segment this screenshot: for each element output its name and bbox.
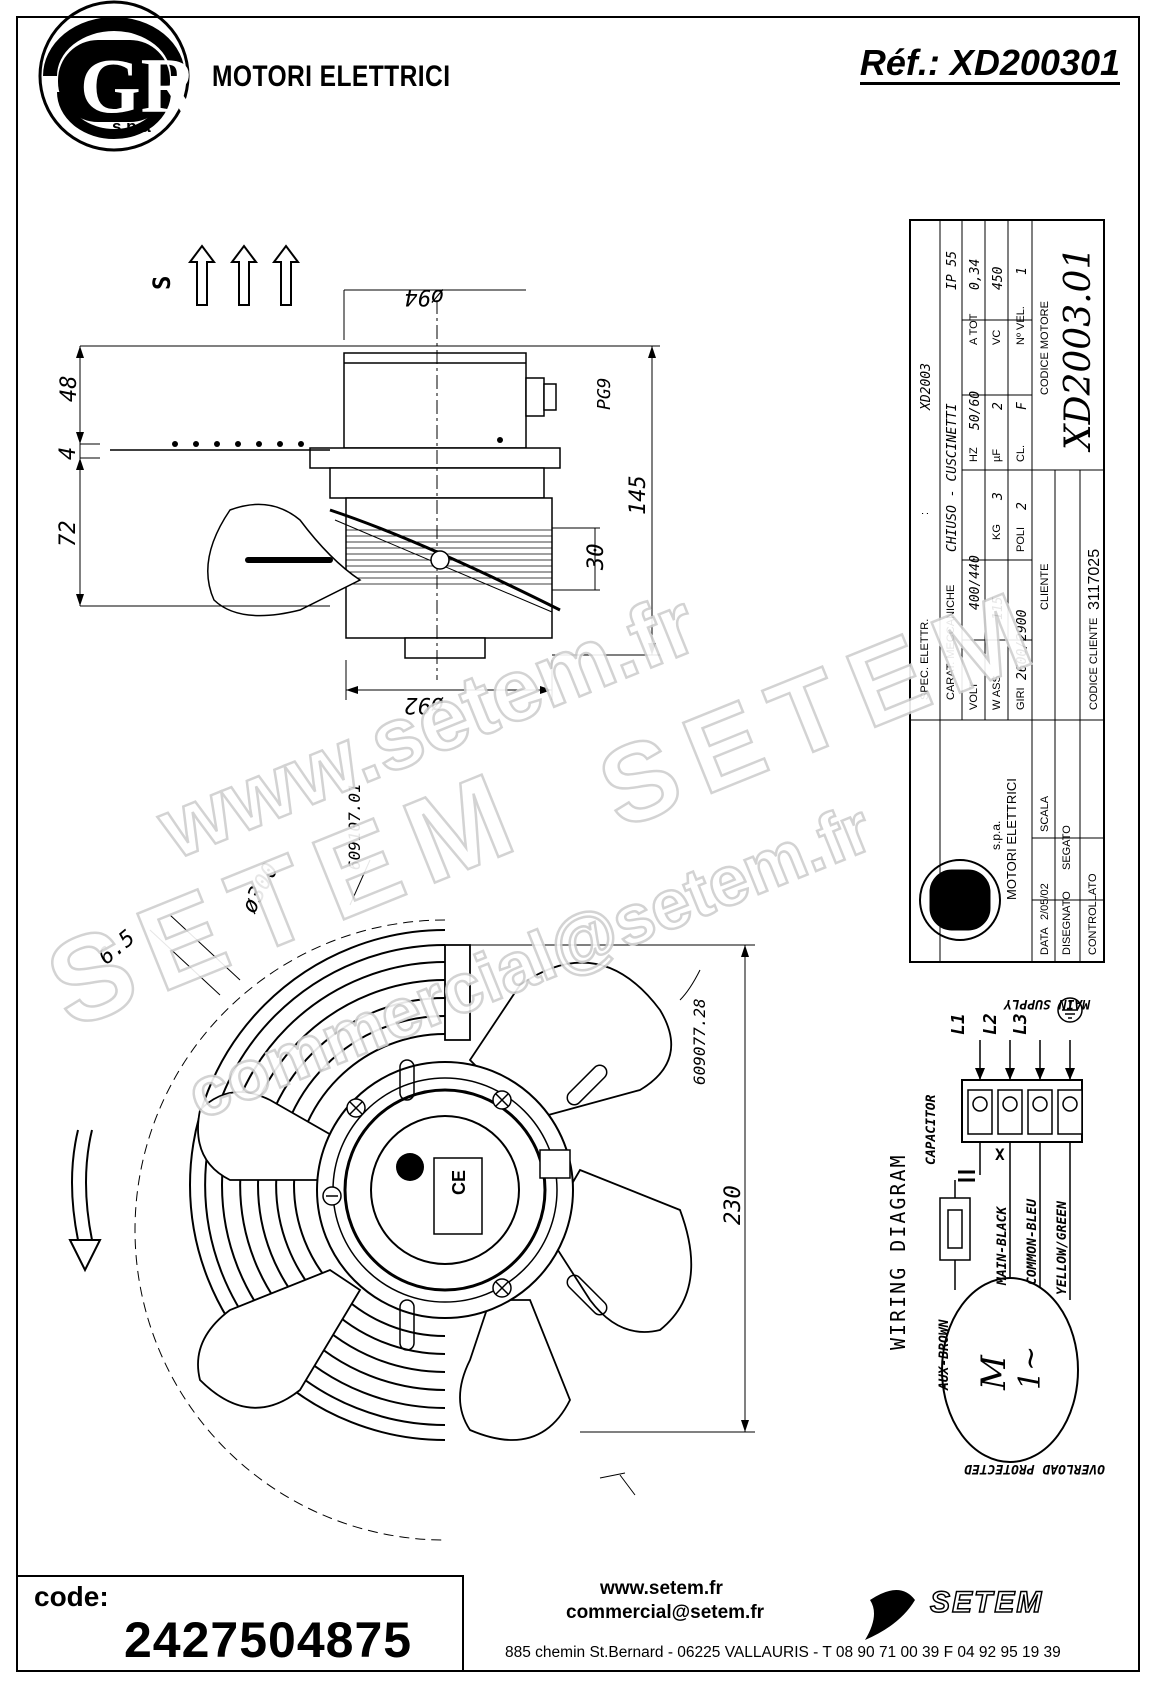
l2-label: L2 <box>980 1013 1001 1035</box>
brand-name: MOTORI ELETTRICI <box>212 60 451 93</box>
hub-screws <box>322 1090 512 1298</box>
codice-motore-value: XD2003.01 <box>1058 247 1099 453</box>
table-logo-suffix: s.p.a. <box>989 821 1003 850</box>
vc-value: 450 <box>991 266 1006 290</box>
hz-value: 50/60 <box>968 391 983 430</box>
poli-value: 2 <box>1015 502 1030 510</box>
ip-value: IP 55 <box>945 251 960 290</box>
part-impeller: 609077.28 <box>690 998 709 1085</box>
common-bleu-label: COMMON-BLEU <box>1025 1198 1040 1285</box>
cliente-label: CLIENTE <box>1039 564 1051 610</box>
footer-email-link[interactable]: commercial@setem.fr <box>566 1602 765 1623</box>
disegnato-label: DISEGNATO <box>1061 891 1073 955</box>
ce-mark: CE <box>449 1170 469 1195</box>
code-label: code: <box>34 1581 109 1612</box>
codice-cliente-label: CODICE CLIENTE <box>1088 618 1100 710</box>
mech-label: CARAT. MECCANICHE <box>945 585 957 700</box>
cl-label: CL. <box>1015 445 1027 462</box>
spec-sep: : <box>919 512 931 515</box>
dim-145: 145 <box>626 475 651 515</box>
wass-value: 115 <box>991 596 1006 620</box>
wiring-title: WIRING DIAGRAM <box>886 1153 910 1350</box>
drawing-frame <box>16 16 1140 1672</box>
l1-label: L1 <box>948 1013 969 1035</box>
front-view <box>68 859 755 1541</box>
airflow-arrows <box>188 244 300 306</box>
svg-text:GR: GR <box>80 42 199 129</box>
spec-label: SPEC. ELETTR. <box>919 619 931 700</box>
spec-table <box>909 219 1105 963</box>
mech-value: CHIUSO - CUSCINETTI <box>945 403 960 552</box>
brand-suffix: s.p.a <box>112 117 151 136</box>
table-logo-name: MOTORI ELETTRICI <box>1004 778 1019 900</box>
setem-logo: SETEM <box>929 1585 1044 1620</box>
dim-bottom-width: ø92 <box>404 692 444 717</box>
spec-value: XD2003 <box>919 363 934 411</box>
atot-value: 0,34 <box>968 259 983 290</box>
codice-cliente-value: 3117025 <box>1086 549 1103 610</box>
giri-label: GIRI <box>1015 687 1027 710</box>
main-black-label: MAIN-BLACK <box>995 1206 1010 1286</box>
part-guard: 609107.01 <box>345 783 364 870</box>
cl-value: F <box>1015 401 1030 410</box>
reference-number: Réf.: XD200301 <box>859 42 1120 85</box>
hz-label: HZ <box>968 447 980 462</box>
guard-rings <box>134 919 446 1541</box>
motor-m-label: M <box>974 1354 1014 1391</box>
nvel-label: Nº VEL. <box>1015 306 1027 345</box>
poli-label: POLI <box>1015 527 1027 552</box>
rotation-arrow <box>68 1129 102 1273</box>
capacitor-label: CAPACITOR <box>924 1094 939 1165</box>
data-label: DATA <box>1039 927 1051 955</box>
impeller-blades <box>197 944 693 1441</box>
dim-48: 48 <box>57 376 82 403</box>
codice-motore-label: CODICE MOTORE <box>1039 301 1051 395</box>
scala-label: SCALA <box>1039 795 1051 832</box>
side-view <box>76 244 660 700</box>
dim-30: 30 <box>584 544 609 572</box>
table-logo-icon <box>919 859 1001 941</box>
code-value: 2427504875 <box>124 1612 413 1668</box>
atot-label: A TOT <box>968 313 980 345</box>
wass-label: W ASS <box>991 675 1003 710</box>
main-supply-label: MAIN SUPPLY <box>1003 996 1091 1011</box>
airflow-label: S <box>148 276 176 290</box>
l3-label: L3 <box>1010 1013 1031 1035</box>
gland-label: PG9 <box>594 377 615 410</box>
kg-label: KG <box>991 524 1003 540</box>
wiring-diagram <box>939 997 1083 1463</box>
controllato-label: CONTROLLATO <box>1087 873 1099 955</box>
footer-address: 885 chemin St.Bernard - 06225 VALLAURIS … <box>505 1644 1061 1661</box>
dim-top-width: ø94 <box>404 284 444 309</box>
volt-label: VOLT <box>968 682 980 710</box>
uf-label: µF <box>991 449 1003 462</box>
gr-logo-icon: GR <box>38 0 199 152</box>
dim-4: 4 <box>56 447 81 460</box>
yellow-green-label: YELLOW/GREEN <box>1055 1201 1070 1295</box>
kg-value: 3 <box>991 492 1006 501</box>
x-label: X <box>995 1145 1005 1164</box>
disegnato-value: SEGATO <box>1061 825 1073 870</box>
uf-value: 2 <box>991 402 1006 410</box>
dim-230: 230 <box>721 1185 746 1225</box>
footer-website-link[interactable]: www.setem.fr <box>600 1578 723 1599</box>
volt-value: 400/440 <box>968 555 983 610</box>
motor-phase-label: 1~ <box>1013 1346 1048 1390</box>
data-value: 2/05/02 <box>1039 883 1051 920</box>
nvel-value: 1 <box>1015 267 1030 275</box>
overload-label: OVERLOAD PROTECTED <box>964 1461 1105 1476</box>
code-box: code: 2427504875 <box>18 1575 464 1670</box>
vc-label: VC <box>991 330 1003 345</box>
aux-brown-label: AUX-BROWN <box>937 1319 952 1391</box>
dim-72: 72 <box>56 521 81 548</box>
giri-value: 2600/2900 <box>1015 609 1030 680</box>
